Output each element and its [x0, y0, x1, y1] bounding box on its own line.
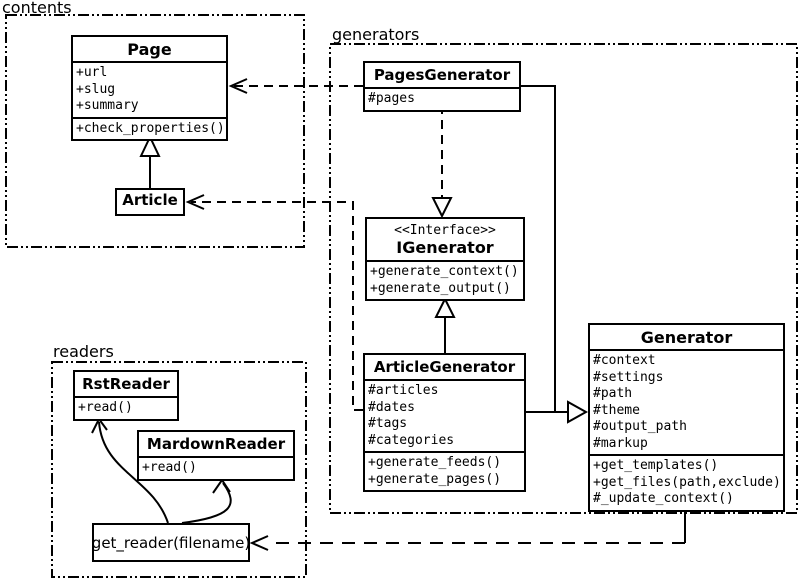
- method: +generate_pages(): [368, 471, 502, 487]
- attribute: +summary: [76, 98, 139, 113]
- class-rstreader: RstReader +read(): [73, 370, 179, 421]
- class-generator-title: Generator: [590, 325, 783, 351]
- class-article-title: Article: [122, 191, 178, 209]
- attribute: #articles: [368, 383, 439, 398]
- class-generator: Generator #context #settings #path #them…: [588, 323, 785, 512]
- attribute: #context: [593, 353, 656, 368]
- dependency-articlegenerator-article: [185, 194, 363, 411]
- attribute: #settings: [593, 369, 664, 385]
- class-articlegenerator-title: ArticleGenerator: [365, 355, 524, 381]
- attribute: +url: [76, 65, 108, 80]
- attribute: #dates: [368, 399, 415, 415]
- class-articlegenerator-attributes: #articles #dates #tags #categories: [365, 381, 524, 451]
- method: +read(): [78, 400, 133, 415]
- package-border-generators: [329, 43, 798, 514]
- class-pagesgenerator-title: PagesGenerator: [365, 63, 519, 89]
- class-igenerator-title: <<Interface>> IGenerator: [367, 219, 523, 262]
- class-rstreader-methods: +read(): [75, 398, 177, 419]
- generalization-generators-generator: [521, 85, 589, 424]
- generalization-article-page: [139, 134, 161, 188]
- get-reader-label: get_reader(filename): [91, 533, 251, 552]
- package-border-contents: [5, 14, 305, 248]
- generalization-articlegenerator-igenerator: [434, 296, 456, 353]
- attribute: #markup: [593, 435, 648, 451]
- method: #_update_context(): [593, 491, 734, 506]
- class-igenerator-stereotype: <<Interface>>: [394, 223, 496, 238]
- attribute: #path: [593, 386, 633, 401]
- method: +get_templates(): [593, 458, 719, 473]
- class-generator-attributes: #context #settings #path #theme #output_…: [590, 351, 783, 454]
- class-igenerator-name: IGenerator: [396, 238, 494, 257]
- class-pagesgenerator: PagesGenerator #pages: [363, 61, 521, 112]
- method: +get_files(path,exclude): [593, 474, 781, 490]
- attribute: #pages: [368, 91, 415, 106]
- attribute: +slug: [76, 81, 116, 97]
- attribute: #theme: [593, 402, 640, 418]
- package-border-readers: [51, 361, 307, 578]
- method: +check_properties(): [76, 120, 225, 136]
- attribute: #output_path: [593, 419, 687, 434]
- class-mardownreader-title: MardownReader: [139, 432, 293, 458]
- class-rstreader-title: RstReader: [75, 372, 177, 398]
- class-articlegenerator: ArticleGenerator #articles #dates #tags …: [363, 353, 526, 492]
- realization-pagesgenerator-igenerator: [431, 105, 453, 219]
- class-igenerator-methods: +generate_context() +generate_output(): [367, 262, 523, 299]
- attribute: #categories: [368, 432, 455, 448]
- dependency-pagesgenerator-page: [228, 78, 363, 94]
- class-page-attributes: +url +slug +summary: [73, 63, 226, 117]
- method: +read(): [142, 460, 197, 475]
- get-reader-box: get_reader(filename): [92, 523, 250, 562]
- class-mardownreader: MardownReader +read(): [137, 430, 295, 481]
- class-generator-methods: +get_templates() +get_files(path,exclude…: [590, 454, 783, 510]
- class-page-title: Page: [73, 37, 226, 63]
- package-label-readers: readers: [53, 342, 114, 361]
- attribute: #tags: [368, 416, 408, 431]
- class-mardownreader-methods: +read(): [139, 458, 293, 479]
- class-article: Article: [115, 188, 185, 216]
- class-page-methods: +check_properties(): [73, 116, 226, 140]
- package-label-contents: contents: [2, 0, 72, 17]
- class-igenerator: <<Interface>> IGenerator +generate_conte…: [365, 217, 525, 301]
- class-pagesgenerator-attributes: #pages: [365, 89, 519, 110]
- class-articlegenerator-methods: +generate_feeds() +generate_pages(): [365, 451, 524, 490]
- method: +generate_feeds(): [368, 455, 502, 470]
- class-page: Page +url +slug +summary +check_properti…: [71, 35, 228, 141]
- method: +generate_output(): [370, 280, 511, 296]
- arrow-getreader-mardownreader: [181, 478, 232, 524]
- package-label-generators: generators: [332, 25, 420, 44]
- method: +generate_context(): [370, 264, 519, 279]
